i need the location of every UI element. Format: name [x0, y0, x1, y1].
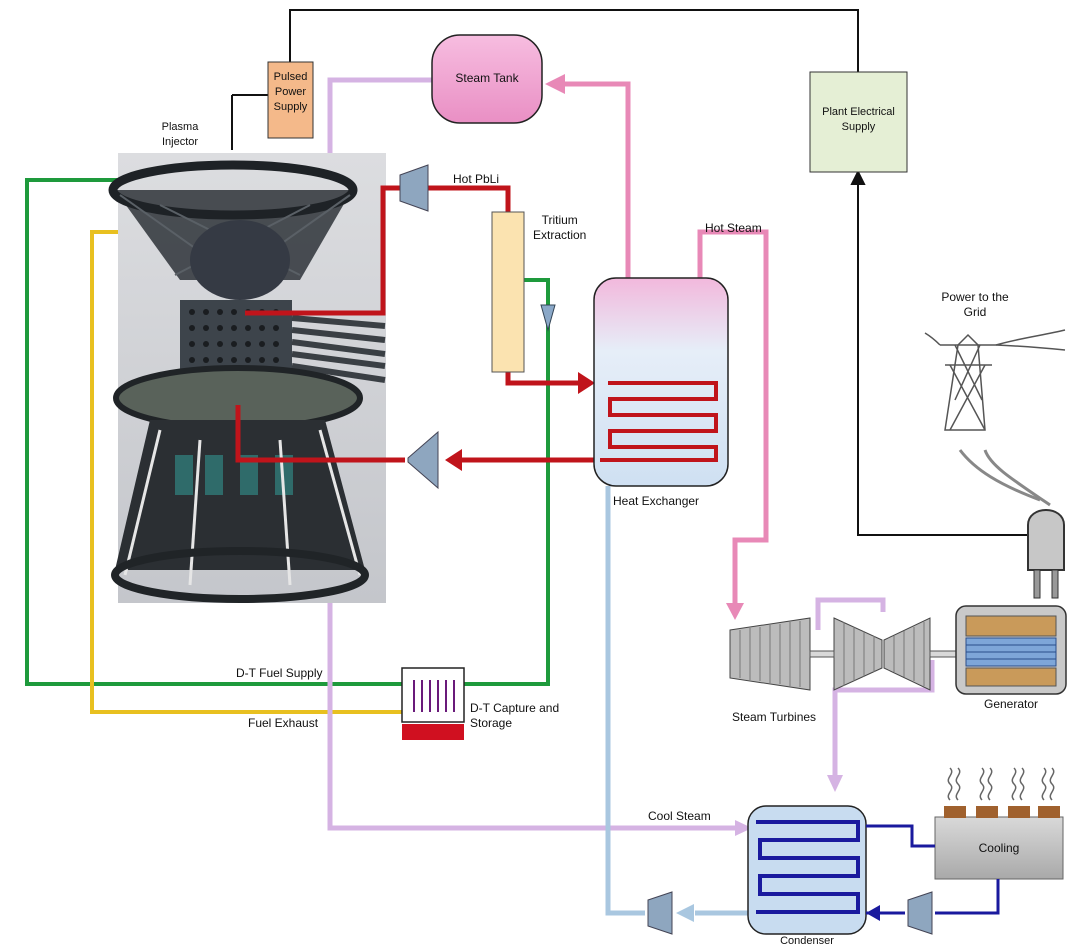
- hot-pbli-pump-icon: [399, 164, 429, 212]
- heat-exchanger-label: Heat Exchanger: [613, 494, 700, 508]
- coolant-pump-icon: [907, 891, 933, 935]
- steam-tank-label: Steam Tank: [455, 71, 519, 85]
- steam-turbines-label: Steam Turbines: [732, 710, 817, 724]
- return-water-lines: [605, 486, 748, 916]
- tritium-extraction-label: Tritium Extraction: [533, 213, 587, 242]
- power-grid-label: Power to the Grid: [941, 290, 1009, 319]
- cool-steam-label: Cool Steam: [648, 809, 711, 823]
- plant-electrical-label: Plant Electrical Supply: [822, 106, 895, 133]
- cooling-unit: [934, 767, 1064, 880]
- steam-lines: [560, 81, 769, 605]
- cool-steam-arrow-icon: [735, 820, 752, 836]
- condenser: [747, 805, 867, 935]
- grid-connection-icon: [1027, 509, 1065, 599]
- condenser-label: Condenser: [780, 935, 834, 947]
- electrical-lines: [231, 9, 1028, 536]
- cool-steam-down-arrow-icon: [827, 775, 843, 792]
- fuel-exhaust-label: Fuel Exhaust: [248, 716, 319, 730]
- hot-steam-arrow-icon: [726, 603, 744, 620]
- plasma-injector-label: Plasma Injector: [161, 121, 199, 148]
- generator: [955, 605, 1067, 695]
- pbli-return-arrow-icon: [445, 449, 462, 471]
- hot-steam-label: Hot Steam: [705, 221, 762, 235]
- heat-exchanger-coil: [600, 381, 718, 462]
- vapor-icon: [947, 767, 1055, 801]
- reactor-render: [108, 153, 386, 603]
- dt-capture-storage: [401, 667, 465, 740]
- steam-arrow-icon: [545, 74, 565, 94]
- hot-pbli-label: Hot PbLi: [453, 172, 500, 186]
- coolant-arrow-icon: [866, 905, 880, 921]
- steam-turbines: [729, 617, 959, 691]
- hot-pbli-arrow-icon: [578, 372, 595, 394]
- pulsed-power-supply: [267, 61, 314, 139]
- feed-pump-icon: [647, 891, 673, 935]
- pulsed-power-label: Pulsed Power Supply: [273, 71, 308, 113]
- plant-electrical-supply: [809, 71, 908, 173]
- fuel-valve-icon: [540, 304, 556, 332]
- tritium-extraction-column: [491, 211, 525, 373]
- return-water-arrow-icon: [676, 904, 694, 922]
- pbli-return-pump-icon: [407, 430, 439, 490]
- generator-label: Generator: [983, 697, 1039, 711]
- steam-tank: [431, 34, 543, 124]
- dt-capture-label: D-T Capture and Storage: [470, 701, 560, 730]
- dt-fuel-supply-label: D-T Fuel Supply: [236, 666, 323, 680]
- power-tower-icon: [924, 329, 1066, 507]
- cooling-label: Cooling: [978, 841, 1020, 855]
